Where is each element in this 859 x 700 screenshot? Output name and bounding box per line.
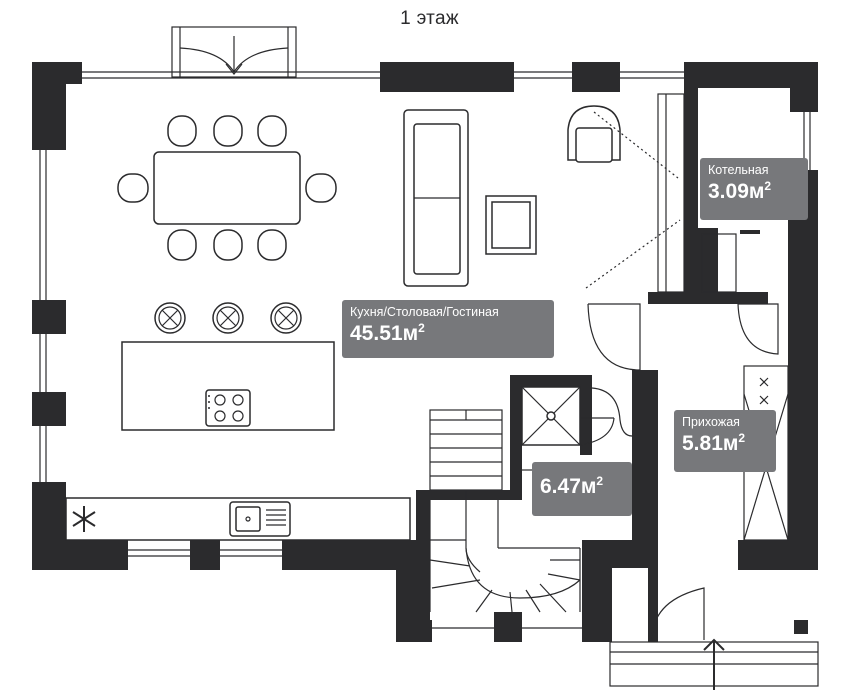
room-area: 45.51м2 <box>350 321 425 345</box>
room-name: Котельная <box>708 163 769 177</box>
bar-stools <box>154 302 302 334</box>
room-area: 5.81м2 <box>682 431 746 455</box>
windows <box>39 71 811 629</box>
bathroom-door-swing <box>591 387 633 437</box>
boiler-room-fixtures <box>657 93 737 293</box>
snowflake-icon <box>72 506 96 532</box>
entrance-arrow-icon <box>703 638 725 690</box>
room-label-hall: Прихожая 5.81м2 <box>674 410 776 472</box>
room-name: Кухня/Столовая/Гостиная <box>350 305 499 319</box>
room-area: 3.09м2 <box>708 179 772 203</box>
walls <box>32 62 818 642</box>
view-lines <box>585 111 681 289</box>
coffee-table <box>485 195 537 255</box>
room-label-boiler: Котельная 3.09м2 <box>700 158 808 220</box>
sink-icon <box>229 501 291 537</box>
cooktop-icon <box>205 389 251 427</box>
armchair <box>567 105 621 163</box>
room-name: Прихожая <box>682 415 740 429</box>
room-label-living: Кухня/Столовая/Гостиная 45.51м2 <box>342 300 554 358</box>
floor-title: 1 этаж <box>400 8 459 29</box>
terrace-door <box>171 26 297 78</box>
shower-icon <box>521 386 615 446</box>
kitchen-counter <box>65 497 411 541</box>
hall-doors <box>587 303 779 641</box>
dining-set <box>117 115 337 261</box>
room-label-bathroom: 6.47м2 <box>532 462 632 516</box>
sofa <box>403 109 469 287</box>
staircase <box>429 409 581 613</box>
room-area: 6.47м2 <box>540 474 604 498</box>
